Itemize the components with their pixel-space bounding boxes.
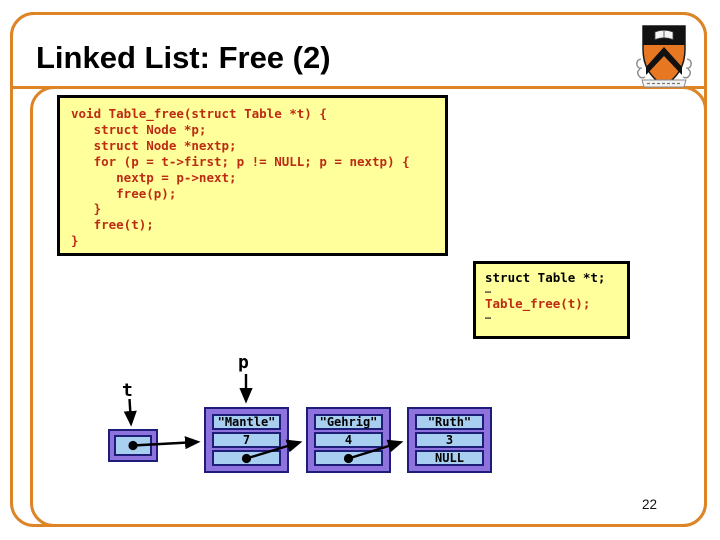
node-next-cell [314,450,383,466]
pointer-label-p: p [238,352,249,373]
page-title: Linked List: Free (2) [36,40,331,75]
code-line: } [71,233,79,249]
table-first-field [114,435,152,456]
page-number: 22 [642,497,658,512]
code-line: void Table_free(struct Table *t) { [71,106,327,121]
princeton-shield-icon [636,25,692,88]
node-value-cell: 4 [314,432,383,448]
code-line: } [71,201,102,217]
node-next-cell: NULL [415,450,484,466]
pointer-label-t: t [122,380,133,401]
list-node-ruth: "Ruth" 3 NULL [407,407,492,473]
code-line: Table_free(t); [485,296,591,311]
code-line: struct Node *nextp; [71,137,237,153]
code-line: struct Table *t; [485,270,606,285]
list-node-mantle: "Mantle" 7 [204,407,289,473]
node-name-cell: "Ruth" [415,414,484,430]
code-ellipsis: … [485,285,492,296]
code-line: free(t); [71,217,154,233]
code-line: struct Node *p; [71,121,207,137]
list-node-gehrig: "Gehrig" 4 [306,407,391,473]
table-struct-box [108,429,158,462]
code-block-table-free: void Table_free(struct Table *t) { struc… [57,95,448,256]
code-line: for (p = t->first; p != NULL; p = nextp)… [71,153,410,169]
node-value-cell: 7 [212,432,281,448]
node-name-cell: "Gehrig" [314,414,383,430]
node-value-cell: 3 [415,432,484,448]
code-block-caller: struct Table *t; … Table_free(t); … [473,261,630,339]
code-ellipsis: … [485,311,492,322]
node-name-cell: "Mantle" [212,414,281,430]
node-next-cell [212,450,281,466]
code-line: nextp = p->next; [71,169,237,185]
code-line: free(p); [71,185,177,201]
